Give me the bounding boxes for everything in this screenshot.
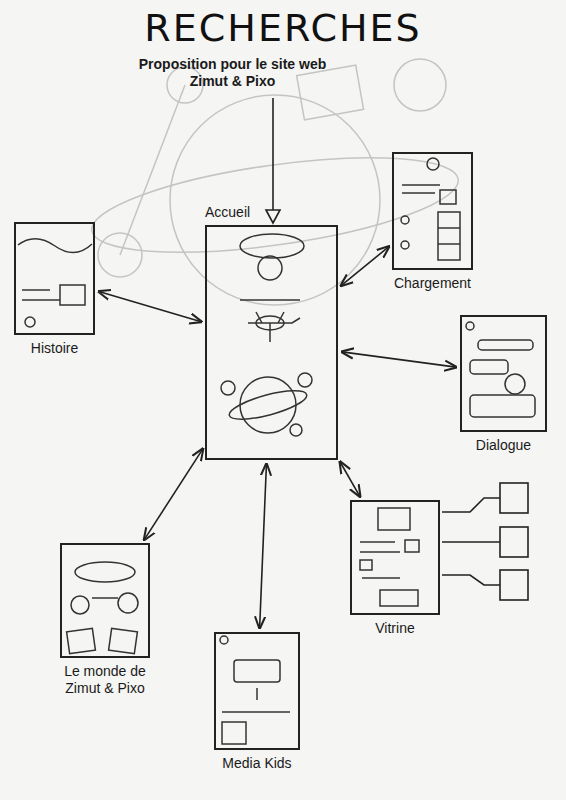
nav-connector: [99, 292, 201, 322]
page-node: Chargement: [378, 152, 488, 292]
page-label: Media Kids: [202, 755, 312, 772]
page-label: Dialogue: [454, 437, 554, 454]
page-frame: [350, 500, 440, 615]
nav-connector: [341, 247, 389, 286]
nav-connector: [260, 464, 267, 628]
page-frame: [60, 543, 150, 658]
page-label: Chargement: [378, 275, 488, 292]
page-frame: [460, 315, 547, 432]
page-frame: [392, 152, 473, 270]
side-wires: [442, 483, 528, 600]
page-frame: [205, 225, 338, 460]
page-label: Le monde de Zimut & Pixo: [50, 663, 160, 697]
nav-connector: [144, 449, 203, 540]
page-node: Media Kids: [202, 632, 312, 772]
page-node: Accueil: [205, 204, 338, 460]
page-node: Histoire: [7, 222, 102, 357]
subtitle: Proposition pour le site web Zimut & Pix…: [120, 56, 345, 90]
page-node: Vitrine: [345, 500, 445, 637]
entry-arrow: [266, 98, 280, 223]
page-frame: [214, 632, 300, 750]
page-label: Vitrine: [345, 620, 445, 637]
page-sketches: [18, 158, 535, 744]
page-frame: [14, 222, 95, 335]
page-node: Dialogue: [454, 315, 554, 454]
page-label: Histoire: [7, 340, 102, 357]
page-node: Le monde de Zimut & Pixo: [50, 543, 160, 697]
page-label: Accueil: [205, 204, 338, 221]
nav-connector: [340, 462, 360, 497]
nav-connector: [342, 352, 456, 367]
page-title: RECHERCHES: [0, 6, 566, 50]
